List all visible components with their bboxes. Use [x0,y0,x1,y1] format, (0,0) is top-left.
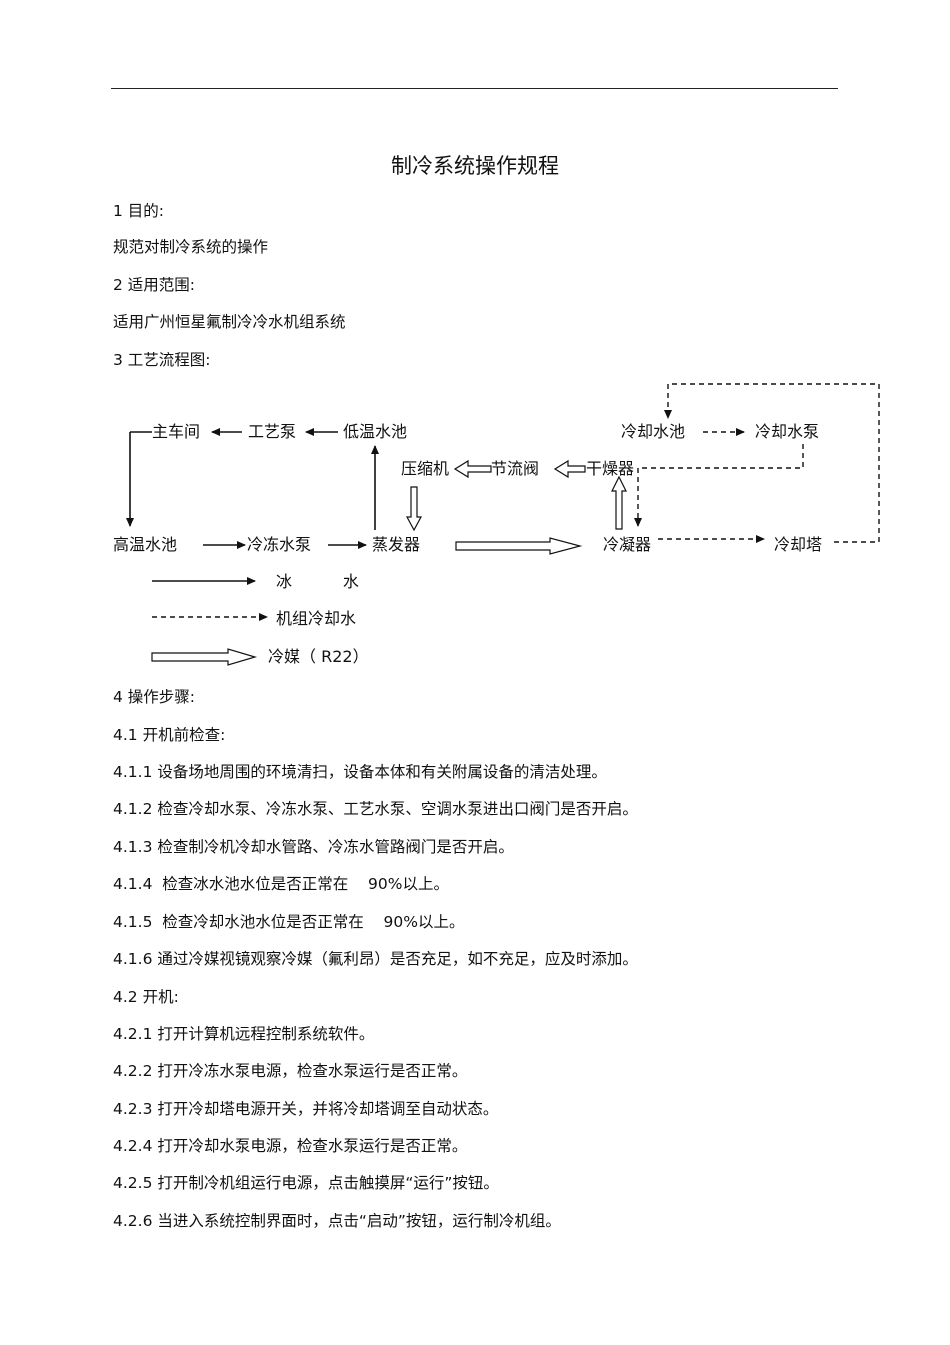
node-cooling-tower: 冷却塔 [774,535,822,554]
step-4-1-1: 4.1.1 设备场地周围的环境清扫，设备本体和有关附属设备的清洁处理。 [113,763,607,781]
legend-cooling-water-label: 机组冷却水 [276,609,356,628]
step-4-2: 4.2 开机: [113,988,179,1006]
legend-chilled-water-label: 冰 水 [276,572,359,591]
step-4-2-1: 4.2.1 打开计算机远程控制系统软件。 [113,1025,375,1043]
node-cooling-pool: 冷却水池 [621,422,685,441]
step-4-1-5: 4.1.5 检查冷却水池水位是否正常在 90%以上。 [113,913,465,931]
purpose-text: 规范对制冷系统的操作 [113,238,269,256]
scope-text: 适用广州恒星氟制冷冷水机组系统 [113,313,346,331]
step-4-2-3: 4.2.3 打开冷却塔电源开关，并将冷却塔调至自动状态。 [113,1100,499,1118]
process-flow-diagram: 主车间 工艺泵 低温水池 高温水池 冷冻水泵 蒸发器 压缩机 节流阀 干燥器 冷… [113,383,880,666]
section-flowchart-heading: 3 工艺流程图: [113,351,211,369]
node-low-temp-pool: 低温水池 [343,422,407,441]
node-throttle-valve: 节流阀 [491,459,539,478]
legend-refrigerant-label: 冷媒（ R22） [268,647,369,666]
step-4-2-4: 4.2.4 打开冷却水泵电源，检查水泵运行是否正常。 [113,1137,468,1155]
node-chilled-pump: 冷冻水泵 [247,535,311,554]
node-process-pump: 工艺泵 [248,422,296,441]
step-4-1-3: 4.1.3 检查制冷机冷却水管路、冷冻水管路阀门是否开启。 [113,838,514,856]
header-rule [111,88,838,89]
step-4-1-4: 4.1.4 检查冰水池水位是否正常在 90%以上。 [113,875,449,893]
section-purpose-heading: 1 目的: [113,202,165,220]
node-main-workshop: 主车间 [152,422,200,441]
doc-title: 制冷系统操作规程 [391,154,559,178]
node-evaporator: 蒸发器 [372,535,420,554]
step-4-1-6: 4.1.6 通过冷媒视镜观察冷媒（氟利昂）是否充足，如不充足，应及时添加。 [113,950,638,968]
step-4-1-2: 4.1.2 检查冷却水泵、冷冻水泵、工艺水泵、空调水泵进出口阀门是否开启。 [113,800,638,818]
step-4-2-5: 4.2.5 打开制冷机组运行电源，点击触摸屏“运行”按钮。 [113,1174,499,1192]
step-4-1: 4.1 开机前检查: [113,726,226,744]
section-steps-heading: 4 操作步骤: [113,688,196,706]
node-condenser: 冷凝器 [603,535,651,554]
section-scope-heading: 2 适用范围: [113,276,196,294]
node-dryer: 干燥器 [586,459,634,478]
node-high-temp-pool: 高温水池 [113,535,177,554]
step-4-2-6: 4.2.6 当进入系统控制界面时，点击“启动”按钮，运行制冷机组。 [113,1212,561,1230]
node-compressor: 压缩机 [401,459,449,478]
node-cooling-pump: 冷却水泵 [755,422,819,441]
step-4-2-2: 4.2.2 打开冷冻水泵电源，检查水泵运行是否正常。 [113,1062,468,1080]
